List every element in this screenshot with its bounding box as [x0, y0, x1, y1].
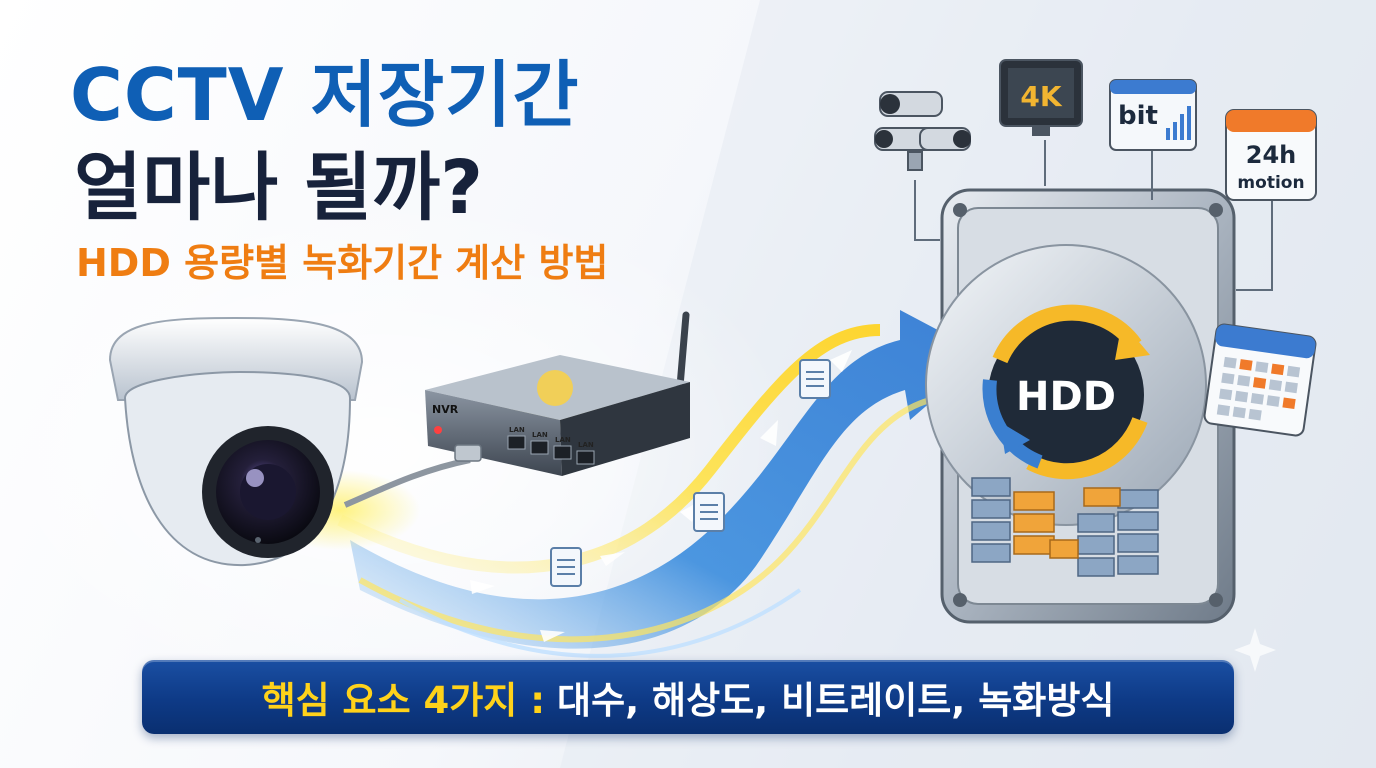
connector-lines — [914, 140, 1273, 291]
dome-camera-icon — [108, 316, 420, 567]
banner-items: 대수, 해상도, 비트레이트, 녹화방식 — [557, 679, 1115, 722]
nvr-port-label: LAN — [555, 436, 571, 444]
document-icon — [799, 359, 831, 399]
hard-disk-icon: HDD — [925, 188, 1236, 624]
nvr-device-icon: NVR LAN LAN LAN LAN — [343, 311, 690, 508]
page-subtitle: HDD 용량별 녹화기간 계산 방법 — [76, 241, 609, 285]
page-title-line1: CCTV 저장기간 — [70, 53, 580, 137]
nvr-port-label: LAN — [532, 431, 548, 439]
monitor-4k-icon: 4K — [999, 59, 1083, 136]
nvr-port-label: LAN — [509, 426, 525, 434]
document-icon — [550, 547, 582, 587]
resolution-label: 4K — [1020, 80, 1062, 113]
data-stream — [337, 310, 985, 658]
security-cameras-icon — [874, 91, 971, 171]
bitrate-window-icon: bit — [1109, 79, 1197, 151]
page-title-line2: 얼마나 될까? — [74, 145, 484, 231]
schedule-mode-label: motion — [1237, 173, 1304, 193]
hdd-label: HDD — [1016, 374, 1116, 420]
key-factors-banner: 핵심 요소 4가지 : 대수, 해상도, 비트레이트, 녹화방식 — [142, 660, 1234, 734]
nvr-port-label: LAN — [578, 441, 594, 449]
schedule-calendar-icon: 24h motion — [1225, 109, 1317, 201]
calendar-icon — [1203, 323, 1317, 437]
bitrate-label: bit — [1118, 101, 1158, 131]
nvr-label: NVR — [432, 403, 459, 416]
banner-prefix: 핵심 요소 4가지 : — [261, 679, 546, 722]
document-icon — [693, 492, 725, 532]
sparkle-icon — [1234, 628, 1276, 672]
storage-blocks — [971, 477, 1159, 577]
schedule-hours-label: 24h — [1246, 141, 1296, 169]
